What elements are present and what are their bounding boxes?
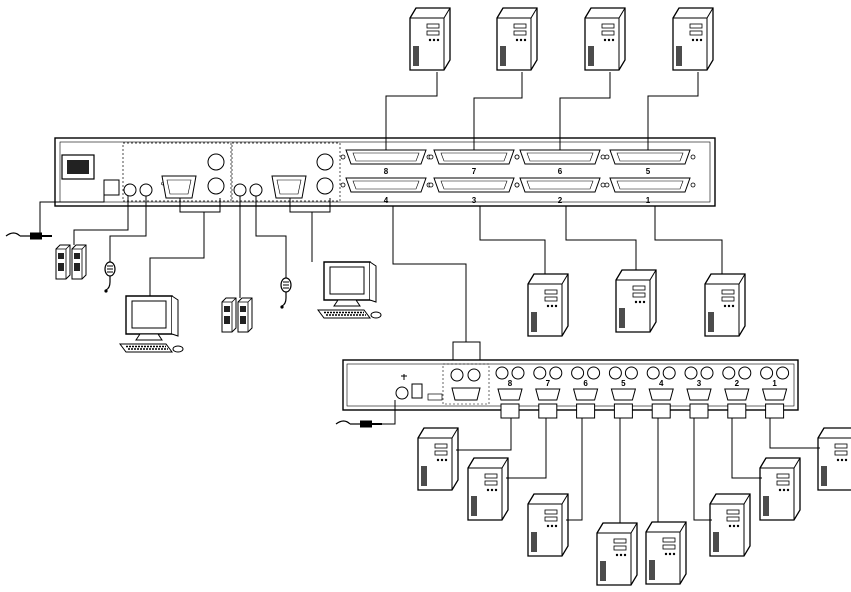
cable-connector-icon	[538, 403, 558, 419]
ps2-port-icon	[608, 366, 622, 380]
computer-icon	[527, 273, 569, 337]
computer-icon	[496, 7, 538, 71]
computer-icon	[817, 427, 851, 491]
cascade-port: 5	[608, 366, 638, 419]
computer-icon	[596, 522, 638, 586]
vga-port-icon	[610, 388, 637, 401]
main-port-label: 8	[384, 167, 389, 176]
main-kvm-switch: 8 7 6 5 4 3 2 1	[54, 137, 716, 207]
microphone-icon	[279, 277, 292, 310]
vga-port-icon	[724, 388, 750, 401]
microphone-icon	[103, 261, 116, 294]
computer-icon	[759, 457, 801, 521]
ps2-port-icon	[533, 366, 547, 380]
main-port-label: 7	[472, 167, 477, 176]
ps2-port-icon	[722, 366, 736, 380]
computer-icon	[417, 427, 459, 491]
cascade-port: 7	[533, 366, 563, 419]
cascade-port-label: 1	[772, 379, 777, 388]
vga-port-icon	[497, 388, 523, 401]
main-port-label: 3	[472, 196, 477, 205]
vga-port-icon	[686, 388, 712, 401]
workstation-icon	[317, 261, 382, 319]
workstation-icon	[119, 295, 184, 353]
vga-port-icon	[535, 388, 561, 401]
computer-icon	[584, 7, 626, 71]
cascade-port-label: 2	[735, 379, 740, 388]
cascade-port: 1	[760, 366, 790, 419]
ps2-port-icon	[571, 366, 585, 380]
ps2-port-icon	[587, 366, 601, 380]
computer-icon	[672, 7, 714, 71]
cable-connector-icon	[576, 403, 596, 419]
power-jack-icon	[395, 386, 409, 400]
main-port-label: 1	[646, 196, 651, 205]
computer-icon	[527, 493, 569, 557]
computer-icon	[704, 273, 746, 337]
main-port-label: 4	[384, 196, 389, 205]
cascade-port: 8	[495, 366, 525, 419]
power-jack-icon	[103, 179, 120, 196]
cascade-port: 4	[646, 366, 676, 419]
ps2-port-icon	[646, 366, 660, 380]
cascade-port-label: 8	[508, 379, 513, 388]
cable-connector-icon	[500, 403, 520, 419]
computer-icon	[615, 269, 657, 333]
main-port-label: 5	[646, 167, 651, 176]
speakers-icon	[221, 297, 253, 333]
cascade-port-label: 3	[697, 379, 702, 388]
cascade-port-label: 7	[546, 379, 551, 388]
ps2-port-icon	[662, 366, 676, 380]
ps2-port-icon	[624, 366, 638, 380]
cascade-kvm-switch: 8 7 6 5 4 3 2 1	[342, 359, 799, 419]
cascade-port-label: 5	[621, 379, 626, 388]
ps2-port-icon	[495, 366, 509, 380]
cable-connector-icon	[689, 403, 709, 419]
cable-connector-icon	[613, 403, 633, 419]
cable-connector-icon	[651, 403, 671, 419]
computer-icon	[467, 457, 509, 521]
ps2-port-icon	[700, 366, 714, 380]
cascade-port: 3	[684, 366, 714, 419]
ps2-port-icon	[684, 366, 698, 380]
ps2-port-icon	[738, 366, 752, 380]
cable-connector-icon	[727, 403, 747, 419]
ps2-port-icon	[511, 366, 525, 380]
speakers-icon	[55, 244, 87, 280]
power-adapter-icon	[335, 419, 383, 429]
vga-port-icon	[648, 388, 674, 401]
cascade-port-label: 4	[659, 379, 664, 388]
computer-icon	[709, 493, 751, 557]
main-port-label: 2	[558, 196, 563, 205]
main-port-label: 6	[558, 167, 563, 176]
ps2-port-icon	[776, 366, 790, 380]
ps2-port-icon	[760, 366, 774, 380]
computer-icon	[409, 7, 451, 71]
cascade-port-label: 6	[583, 379, 588, 388]
vga-port-icon	[761, 388, 788, 401]
computer-icon	[645, 521, 687, 585]
cascade-port: 2	[722, 366, 752, 419]
vga-port-icon	[572, 388, 599, 401]
cable-connector-icon	[765, 403, 785, 419]
ps2-port-icon	[549, 366, 563, 380]
cascade-port: 6	[571, 366, 601, 419]
